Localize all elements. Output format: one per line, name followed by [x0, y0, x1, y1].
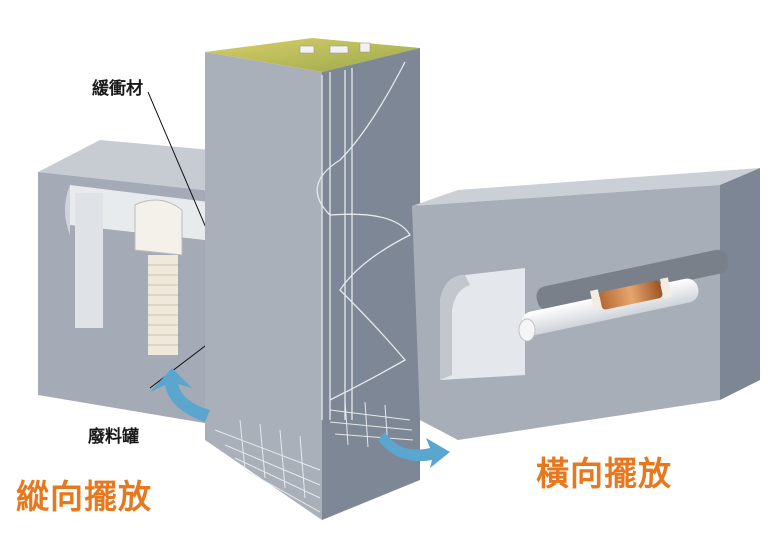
left-flow-arrow — [150, 368, 210, 422]
waste-canister-label: 廢料罐 — [88, 427, 139, 447]
buffer-material-label: 緩衝材 — [92, 79, 143, 99]
horizontal-placement-title: 橫向擺放 — [536, 454, 672, 493]
central-shaft-block — [205, 38, 420, 520]
vertical-placement-title: 縱向擺放 — [16, 477, 152, 516]
right-flow-arrow — [378, 432, 450, 468]
horizontal-emplacement-block — [412, 168, 760, 440]
